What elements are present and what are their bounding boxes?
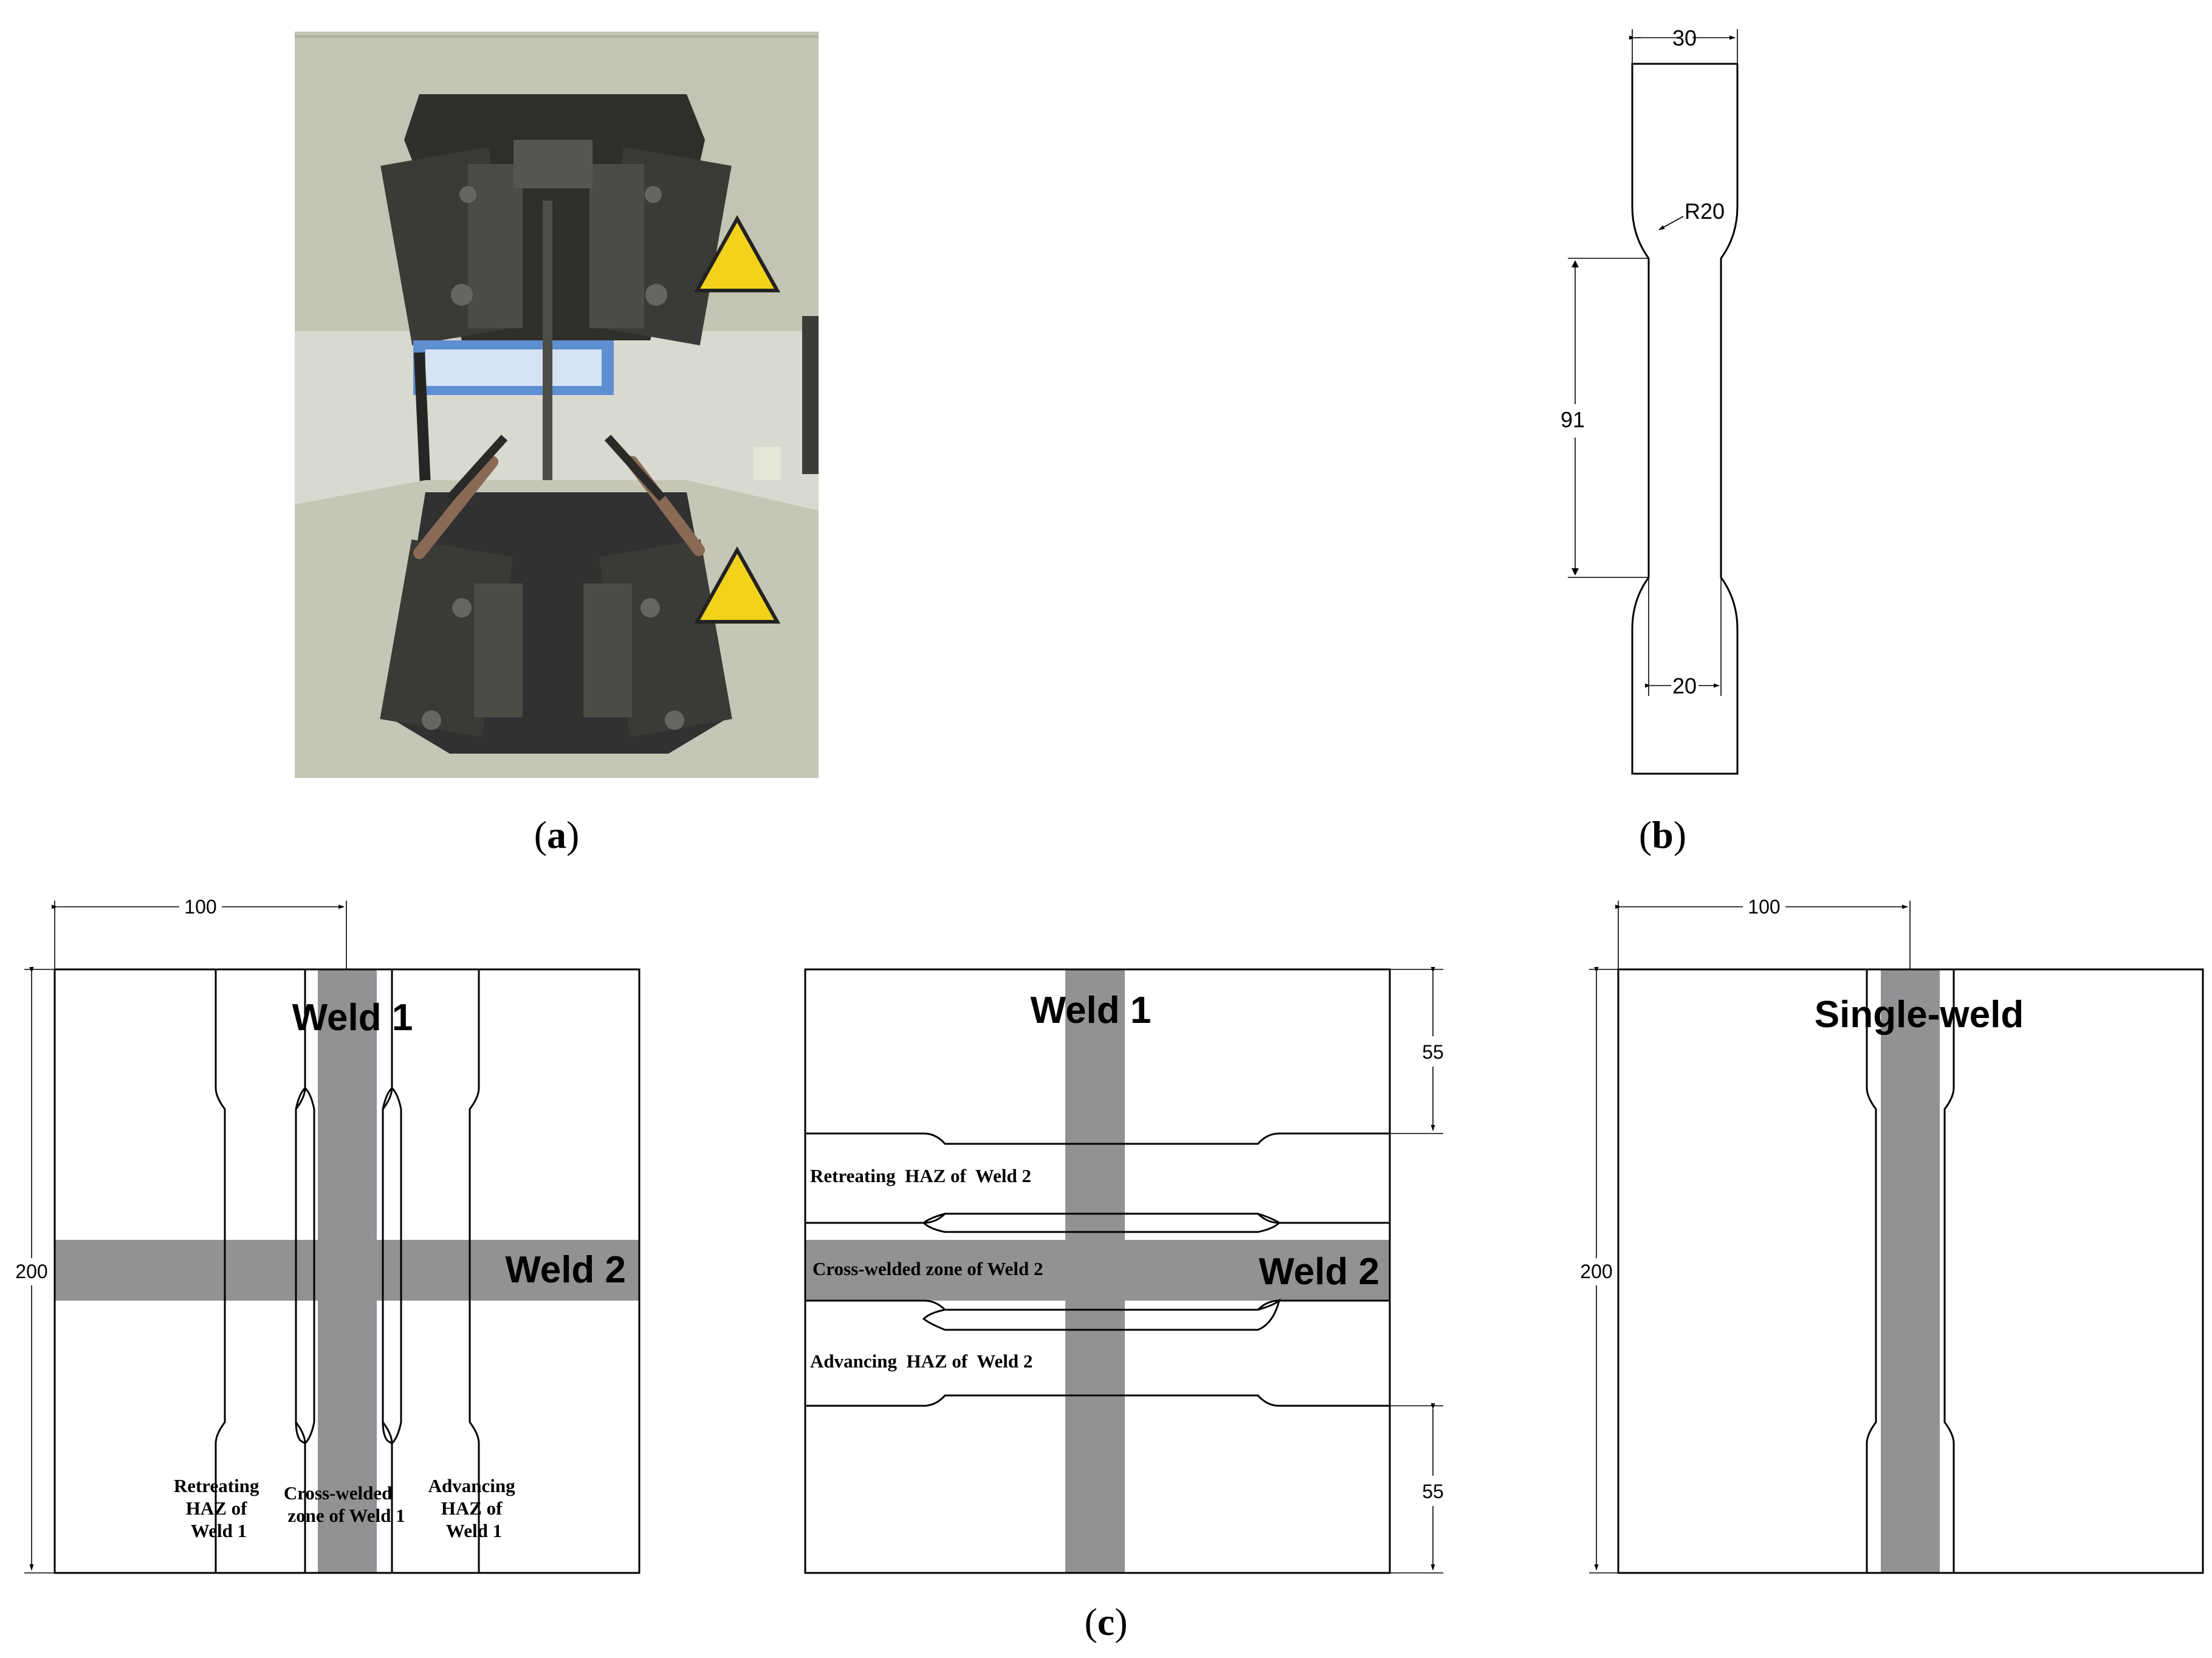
single-weld-label: Single-weld <box>1815 994 2024 1036</box>
panel-c-middle: 55 55 Weld 1 Weld 2 Retreating HAZ of We… <box>804 967 1444 1574</box>
middle-dim-bottom: 55 <box>1422 1481 1444 1502</box>
plate-right <box>1617 968 2204 1574</box>
single-weld-band <box>1881 969 1940 1573</box>
left-retreating-label: Retreating HAZ of Weld 1 <box>174 1475 264 1541</box>
right-dim-height: 200 <box>1580 1261 1612 1282</box>
plate-left <box>53 968 641 1574</box>
middle-weld2-label: Weld 2 <box>1259 1251 1379 1293</box>
panel-c-left: 100 200 Weld 1 Weld 2 Retreating HAZ of … <box>15 896 641 1574</box>
dim-gauge-length: 91 <box>1561 407 1585 432</box>
left-dim-height: 200 <box>15 1261 47 1282</box>
weld2-band-middle <box>805 1240 1390 1301</box>
left-weld2-label: Weld 2 <box>505 1249 626 1291</box>
plate-middle <box>804 968 1391 1574</box>
left-weld1-label: Weld 1 <box>292 997 413 1039</box>
middle-cross-label: Cross-welded zone of Weld 2 <box>812 1258 1043 1279</box>
right-dim-width: 100 <box>1748 896 1780 918</box>
panel-c-right: 100 200 Single-weld <box>1580 896 2204 1574</box>
dim-gauge-width: 20 <box>1672 673 1697 698</box>
panel-a-caption: (a) <box>534 813 580 856</box>
panel-a-photo <box>295 32 819 778</box>
dim-radius: R20 <box>1685 199 1725 224</box>
middle-advancing-label: Advancing HAZ of Weld 2 <box>810 1350 1032 1372</box>
left-advancing-label: Advancing HAZ of Weld 1 <box>428 1475 520 1541</box>
specimen-outline <box>1631 63 1739 775</box>
panel-b-specimen: 30 R20 91 20 <box>1561 26 1739 775</box>
middle-weld1-label: Weld 1 <box>1031 989 1152 1031</box>
panel-b-caption: (b) <box>1639 813 1686 856</box>
left-dim-width: 100 <box>184 896 216 918</box>
middle-retreating-label: Retreating HAZ of Weld 2 <box>810 1165 1031 1186</box>
left-cross-label: Cross-welded zone of Weld 1 <box>284 1482 405 1526</box>
panel-c-caption: (c) <box>1084 1600 1127 1643</box>
weld2-band-left <box>55 1240 639 1301</box>
middle-dim-top: 55 <box>1422 1041 1444 1063</box>
dim-top-width: 30 <box>1672 26 1697 50</box>
